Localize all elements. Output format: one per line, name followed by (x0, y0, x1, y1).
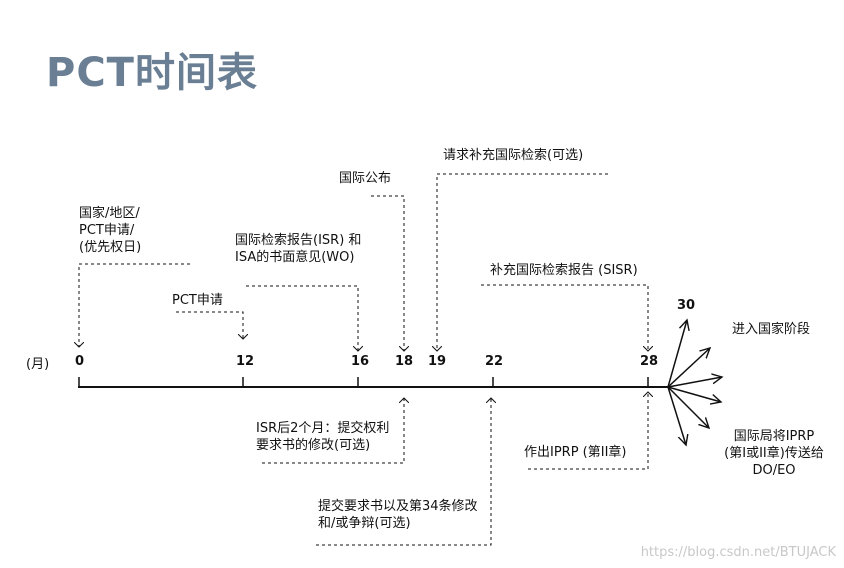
label-publication: 国际公布 (339, 171, 392, 186)
connector-national-filing (79, 263, 190, 347)
connector-iprp2 (528, 392, 648, 470)
label-isr-wo: 国际检索报告(ISR) 和 ISA的书面意见(WO) (235, 233, 362, 265)
label-sisr: 补充国际检索报告 (SISR) (490, 263, 638, 278)
label-iprp-chapter2: 作出IPRP (第II章) (524, 445, 627, 460)
label-demand: 提交要求书以及第34条修改 和/或争辩(可选) (318, 499, 478, 531)
label-iprp-transmit: 国际局将IPRP (第I或II章)传送给 DO/EO (724, 429, 824, 478)
connector-demand (316, 398, 491, 546)
tick-label-28: 28 (640, 354, 659, 369)
tick-label-0: 0 (75, 354, 85, 369)
label-pct-filing: PCT申请 (172, 293, 223, 308)
end-label-30: 30 (677, 298, 696, 313)
connector-publication (371, 195, 404, 351)
label-art19-amendment: ISR后2个月：提交权利 要求书的修改(可选) (256, 421, 390, 453)
tick-label-18: 18 (395, 354, 414, 369)
axis-unit-label: (月) (26, 357, 50, 372)
connector-isr-wo (246, 285, 358, 351)
label-national-filing: 国家/地区/ PCT申请/ (优先权日) (79, 206, 142, 255)
fan-arrows (667, 320, 722, 445)
label-national-phase: 进入国家阶段 (732, 322, 811, 337)
tick-label-22: 22 (485, 354, 504, 369)
tick-label-19: 19 (428, 354, 447, 369)
page-title: PCT时间表 (46, 50, 258, 96)
tick-label-16: 16 (351, 354, 370, 369)
watermark: https://blog.csdn.net/BTUJACK (640, 545, 836, 560)
tick-label-12: 12 (236, 354, 255, 369)
connector-sis-request (437, 173, 608, 351)
connector-pct-filing (176, 311, 243, 339)
connector-sisr (481, 284, 648, 351)
label-sis-request: 请求补充国际检索(可选) (443, 148, 584, 163)
